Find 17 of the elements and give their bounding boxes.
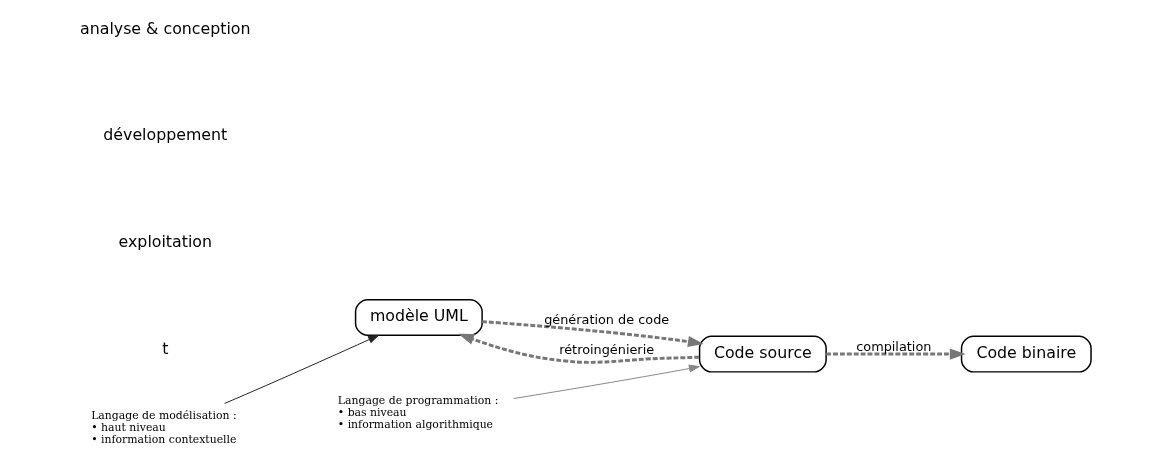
node-text: Langage de programmation : • bas niveau • information algorithmique [337,394,498,432]
label: développement [102,125,227,145]
arrow [512,364,700,399]
edge-label: compilation [855,338,931,354]
edge-label: rétroingénierie [558,342,654,358]
node-box: Code binaire [960,335,1092,373]
label: t [161,338,168,358]
node-text: Langage de modélisation : • haut niveau • information contextuelle [90,409,237,446]
node-box: Code source [698,335,827,373]
arrow [223,334,379,404]
label: analyse & conception [79,18,251,38]
arrow [825,348,966,360]
arrow [481,320,704,348]
label: exploitation [118,232,212,252]
arrow [457,333,699,364]
node-box: modèle UML [354,299,483,337]
edge-label: génération de code [543,311,669,327]
